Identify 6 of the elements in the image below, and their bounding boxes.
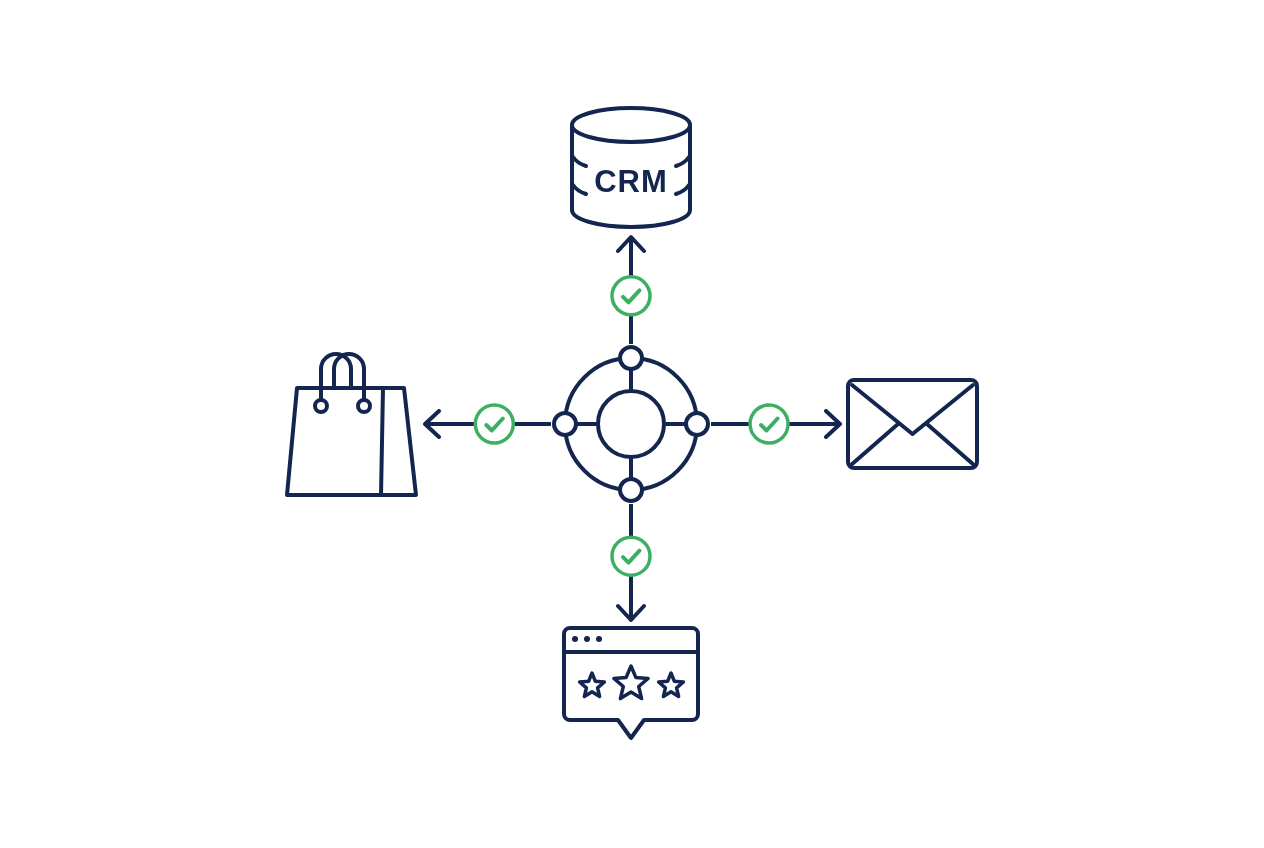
database-cylinder (570, 105, 692, 231)
hub-ring-drawing (551, 344, 711, 504)
node-label: CRM (594, 165, 668, 197)
shopping-bag-drawing (285, 349, 419, 499)
envelope-drawing (846, 378, 979, 470)
rating-window-drawing (562, 626, 700, 742)
